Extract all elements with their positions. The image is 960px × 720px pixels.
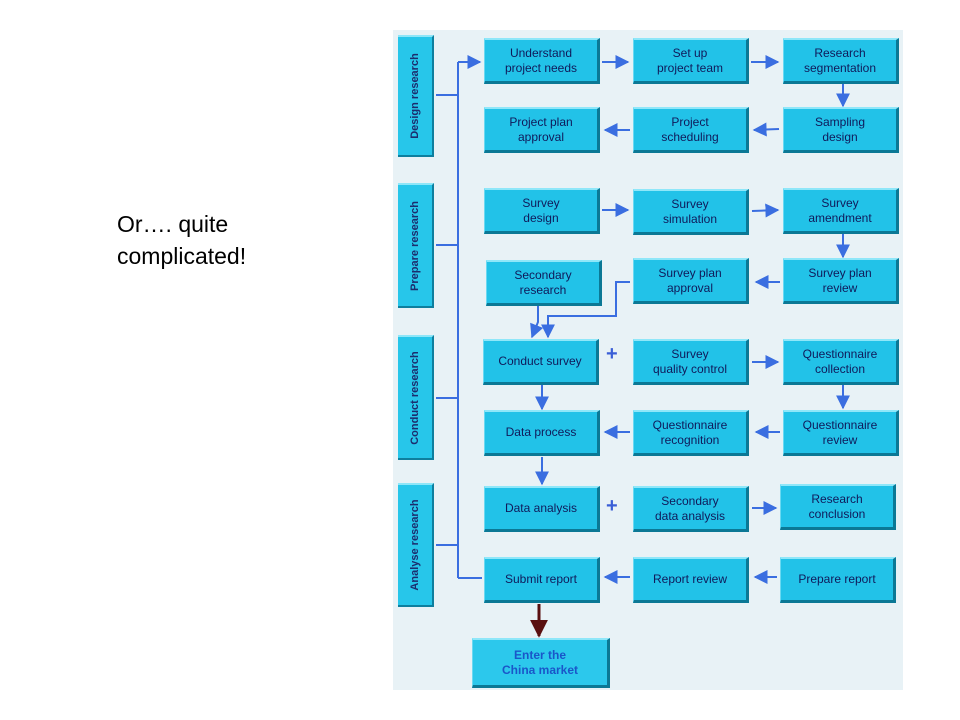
arrow-secondary-to-conduct [530,306,544,339]
step-conduct-survey: Conduct survey [483,339,599,385]
arrow-simulation-to-amendment [751,203,780,218]
plus-sign-analysis: + [606,495,618,517]
phase-prepare-label: Prepare research [409,200,421,291]
step-survey-design: Survey design [484,188,600,234]
step-questionnaire-collection: Questionnaire collection [783,339,899,385]
step-prepare-report: Prepare report [780,557,896,603]
step-survey-plan-approval: Survey plan approval [633,258,749,304]
step-set-up-project-team: Set up project team [633,38,749,84]
step-enter-china-market: Enter the China market [472,638,610,688]
step-project-scheduling: Project scheduling [633,107,749,153]
step-secondary-research: Secondary research [486,260,602,306]
caption-line-1: Or…. quite [117,211,229,237]
arrow-plan-approval-to-conduct [541,281,630,339]
step-sampling-design: Sampling design [783,107,899,153]
arrow-sampling-to-scheduling [752,122,780,137]
step-data-analysis: Data analysis [484,486,600,532]
phase-design-research: Design research [398,35,434,157]
step-report-review: Report review [633,557,749,603]
caption-line-2: complicated! [117,243,247,269]
step-questionnaire-review: Questionnaire review [783,410,899,456]
step-research-segmentation: Research segmentation [783,38,899,84]
slide-caption: Or…. quite complicated! [117,208,246,272]
phase-analyse-label: Analyse research [409,499,421,591]
step-survey-amendment: Survey amendment [783,188,899,234]
phase-prepare-research: Prepare research [398,183,434,308]
step-project-plan-approval: Project plan approval [484,107,600,153]
plus-sign-conduct: + [606,343,618,365]
phase-design-label: Design research [409,53,421,139]
step-data-process: Data process [484,410,600,456]
step-research-conclusion: Research conclusion [780,484,896,530]
step-survey-quality-control: Survey quality control [633,339,749,385]
step-questionnaire-recognition: Questionnaire recognition [633,410,749,456]
step-survey-plan-review: Survey plan review [783,258,899,304]
step-survey-simulation: Survey simulation [633,189,749,235]
phase-conduct-research: Conduct research [398,335,434,460]
step-secondary-data-analysis: Secondary data analysis [633,486,749,532]
phase-analyse-research: Analyse research [398,483,434,607]
phase-conduct-label: Conduct research [409,350,421,445]
step-understand-project-needs: Understand project needs [484,38,600,84]
step-submit-report: Submit report [484,557,600,603]
